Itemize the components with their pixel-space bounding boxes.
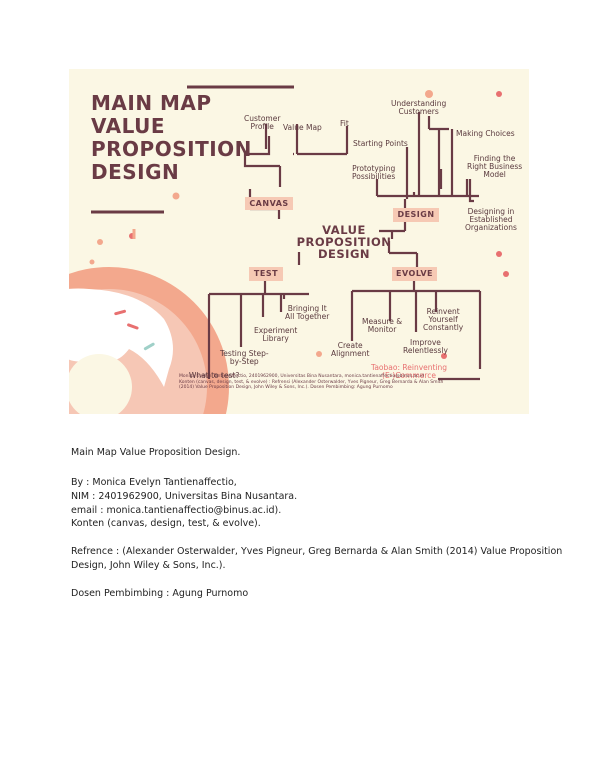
label-customer-profile: Customer Profile [244,114,281,131]
email-line: email : monica.tantienaffectio@binus.ac.… [71,504,282,516]
label-create-alignment: Create Alignment [331,341,370,358]
author-block: By : Monica Evelyn Tantienaffectio, NIM … [71,476,297,531]
infographic-credits: Monica Evelyn Tantienaffectio, 240196290… [179,374,444,391]
label-finding-model: Finding the Right Business Model [467,154,523,179]
center-title: VALUE PROPOSITION DESIGN [296,223,392,262]
label-understanding-customers: Understanding Customers [391,99,447,116]
label-what-to-test: What to test? [189,371,240,380]
label-prototyping: Prototyping Possibilities [352,164,396,181]
label-measure: Measure & Monitor [362,317,403,334]
figure-caption: Main Map Value Proposition Design. [71,447,241,458]
label-starting-points: Starting Points [353,139,408,148]
infographic-graphics [69,85,509,414]
box-test: TEST [249,267,283,281]
donut-illustration [69,267,229,414]
box-evolve: EVOLVE [392,267,437,281]
label-reinvent: Reinvent Yourself Constantly [423,307,464,332]
content-line: Konten (canvas, design, test, & evolve). [71,518,261,530]
label-testing-step: Testing Step- by-Step [220,349,269,366]
label-taobao: Taobao: Reinventing (E-)Commerce [371,363,448,380]
label-bringing-together: Bringing It All Together [285,304,330,321]
box-canvas: CANVAS [245,197,293,210]
label-established-orgs: Designing in Established Organizations [465,207,517,232]
label-value-map: Value Map [283,123,322,132]
label-improve: Improve Relentlessly [403,338,448,355]
nim-line: NIM : 2401962900, Universitas Bina Nusan… [71,490,298,502]
box-design: DESIGN [393,208,439,222]
label-making-choices: Making Choices [456,129,515,138]
reference-block: Refrence : (Alexander Osterwalder, Yves … [71,546,563,571]
infographic-title: MAIN MAP VALUE PROPOSITION DESIGN [91,91,252,184]
advisor-line: Dosen Pembimbing : Agung Purnomo [71,588,249,599]
label-fit: Fit [340,119,349,128]
label-experiment-library: Experiment Library [254,326,298,343]
author-line: By : Monica Evelyn Tantienaffectio, [71,477,237,488]
main-map-infographic: MAIN MAP VALUE PROPOSITION DESIGN VALUE … [69,69,529,414]
